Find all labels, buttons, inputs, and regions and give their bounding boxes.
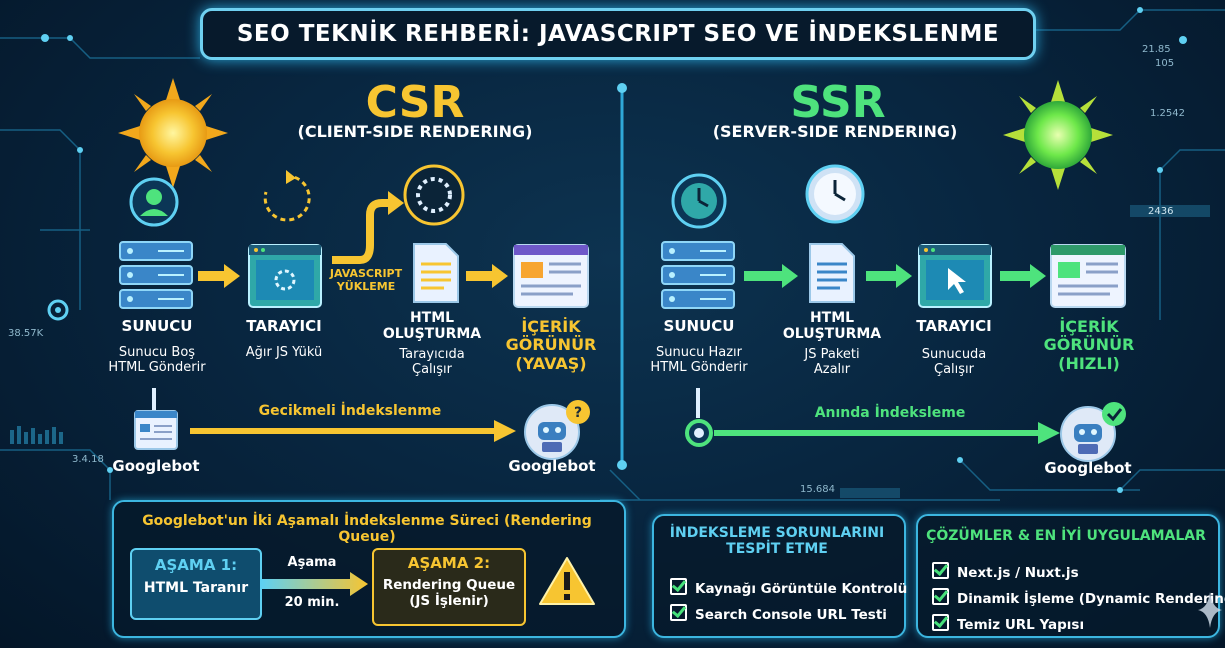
checkbox-icon	[932, 562, 949, 579]
browser-cursor-icon	[918, 244, 992, 308]
arrow-right-icon	[262, 572, 368, 596]
checkbox-icon	[932, 588, 949, 605]
list-item: Next.js / Nuxt.js	[932, 562, 1212, 581]
server-icon	[661, 241, 735, 309]
server-icon	[119, 241, 193, 309]
googlebot-label: Googlebot	[508, 457, 596, 475]
arrow-right-icon	[714, 422, 1060, 444]
refresh-icon	[263, 170, 311, 222]
stage2-title: AŞAMA 2:	[407, 554, 491, 572]
checkbox-icon	[932, 614, 949, 631]
arrow-right-icon	[198, 264, 240, 288]
googlebot-label: Googlebot	[1044, 459, 1132, 477]
ssr-step-label: TARAYICI	[916, 317, 992, 335]
document-icon	[809, 243, 855, 303]
clock-icon	[805, 164, 865, 224]
solutions-title: ÇÖZÜMLER & EN İYİ UYGULAMALAR	[926, 528, 1206, 544]
ssr-subheading: (SERVER-SIDE RENDERING)	[712, 122, 958, 141]
page-title: SEO TEKNİK REHBERİ: JAVASCRIPT SEO VE İN…	[200, 8, 1036, 60]
connector-line	[696, 388, 700, 418]
decor-number: 3.4.18	[72, 454, 104, 465]
csr-index-label: Gecikmeli İndekslenme	[258, 403, 442, 419]
issues-list: Kaynağı Görüntüle Kontrolü Search Consol…	[670, 578, 907, 630]
ssr-heading: SSR	[790, 77, 886, 128]
ssr-index-label: Anında İndeksleme	[814, 405, 966, 421]
warning-icon	[539, 557, 595, 605]
decor-number: 2436	[1148, 206, 1174, 217]
decor-number: 15.684	[800, 484, 835, 495]
sun-icon	[1003, 80, 1113, 190]
checkbox-icon	[670, 578, 687, 595]
stage1-title: AŞAMA 1:	[154, 556, 238, 574]
csr-step-desc: Ağır JS Yükü	[245, 345, 323, 360]
connector-line	[152, 388, 156, 412]
checkbox-icon	[670, 604, 687, 621]
svg-text:?: ?	[574, 405, 582, 421]
node-icon	[685, 419, 713, 447]
decor-number: 1.2542	[1150, 108, 1185, 119]
robot-icon	[1060, 402, 1126, 462]
content-window-icon	[513, 244, 589, 308]
content-window-icon	[1050, 244, 1126, 308]
list-item: Dinamik İşleme (Dynamic Rendering)	[932, 588, 1225, 607]
csr-step-label: SUNUCU	[121, 317, 193, 335]
stage1-desc: HTML Taranır	[143, 580, 249, 596]
solutions-panel	[916, 514, 1220, 638]
arrow-up-right-icon	[332, 191, 404, 264]
csr-heading: CSR	[365, 77, 465, 128]
queue-title: Googlebot'un İki Aşamalı İndekslenme Sür…	[142, 513, 592, 546]
document-icon	[413, 243, 459, 303]
decor-number: 38.57K	[8, 328, 44, 339]
browser-loading-icon	[248, 244, 322, 308]
stage2-box	[372, 548, 526, 626]
arrow-right-icon	[1000, 264, 1046, 288]
sparkle-icon	[1198, 592, 1222, 628]
spinner-icon	[403, 164, 465, 226]
arrow-right-icon	[866, 264, 912, 288]
csr-step-label: TARAYICI	[246, 317, 322, 335]
page-icon	[134, 410, 178, 450]
arrow-bottom-label: 20 min.	[284, 595, 340, 610]
arrow-right-icon	[466, 264, 508, 288]
ssr-step-label: SUNUCU	[663, 317, 735, 335]
stage1-box	[130, 548, 262, 620]
list-item: Kaynağı Görüntüle Kontrolü	[670, 578, 907, 597]
issues-panel	[652, 514, 906, 638]
decor-number: 21.85	[1142, 44, 1171, 55]
list-item: Temiz URL Yapısı	[932, 614, 1212, 633]
clock-icon	[671, 173, 727, 229]
csr-subheading: (CLIENT-SIDE RENDERING)	[297, 122, 533, 141]
arrow-right-icon	[744, 264, 798, 288]
arrow-right-icon	[190, 420, 516, 442]
sun-icon	[118, 78, 228, 188]
googlebot-label: Googlebot	[112, 457, 200, 475]
list-item: Search Console URL Testi	[670, 604, 900, 623]
arrow-top-label: Aşama	[287, 555, 337, 570]
robot-icon: ?	[524, 400, 590, 460]
stage2-desc: Rendering Queue(JS İşlenir)	[382, 577, 516, 609]
solutions-list: Next.js / Nuxt.js Dinamik İşleme (Dynami…	[932, 562, 1225, 640]
decor-number: 105	[1155, 58, 1175, 69]
user-avatar-icon	[129, 177, 179, 227]
